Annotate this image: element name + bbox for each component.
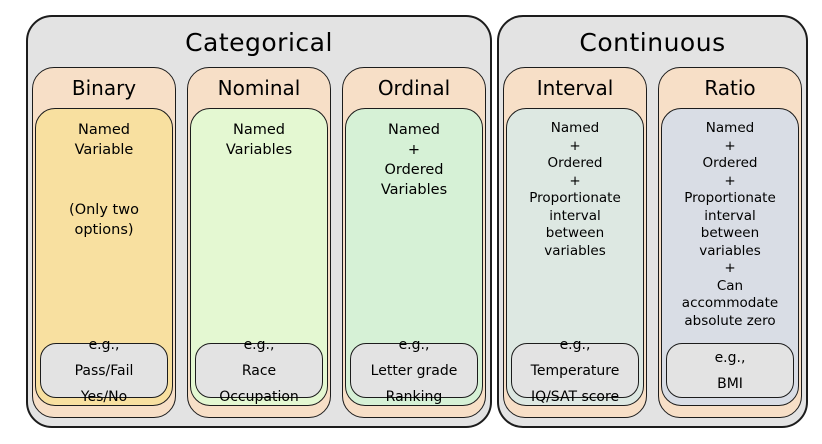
example-line: Race	[241, 362, 277, 379]
body-line: +	[569, 137, 581, 154]
body-line: accommodate	[681, 295, 779, 311]
examples-box-ordinal: e.g., Letter grade Ranking	[350, 337, 478, 405]
column-body-binary: Named Variable (Only two options) e.g., …	[35, 108, 173, 406]
body-line: Variables	[380, 182, 448, 198]
column-body-ordinal: Named + Ordered Variables e.g., Letter g…	[345, 108, 483, 406]
column-ratio: Ratio Named + Ordered + Proportionate in…	[658, 67, 802, 418]
column-body-interval: Named + Ordered + Proportionate interval…	[506, 108, 644, 406]
body-line: Ordered	[702, 155, 758, 171]
body-line: +	[724, 137, 736, 154]
column-header-ratio: Ratio	[704, 76, 756, 100]
body-line: Named	[388, 122, 440, 138]
body-line: options)	[74, 222, 134, 238]
column-ordinal: Ordinal Named + Ordered Variables e.g., …	[342, 67, 486, 418]
body-line: Can	[716, 277, 744, 294]
column-header-nominal: Nominal	[217, 76, 301, 100]
examples-box-ratio: e.g., BMI	[666, 343, 794, 398]
body-line: +	[724, 172, 736, 189]
body-line: Variable	[74, 142, 134, 158]
example-line: Ranking	[385, 388, 443, 405]
example-line: Yes/No	[80, 388, 128, 405]
column-interval: Interval Named + Ordered + Proportionate…	[503, 67, 647, 418]
body-line: Named	[233, 122, 285, 138]
column-body-nominal: Named Variables e.g., Race Occupation	[190, 108, 328, 406]
body-line: +	[407, 142, 421, 158]
body-line: Proportionate	[684, 190, 776, 206]
body-line: variables	[699, 242, 761, 259]
body-line: interval	[704, 207, 756, 224]
example-line: Occupation	[219, 388, 299, 405]
continuous-columns: Interval Named + Ordered + Proportionate…	[499, 67, 806, 426]
example-line: e.g.,	[398, 336, 430, 353]
categorical-columns: Binary Named Variable (Only two options)…	[28, 67, 490, 426]
examples-box-binary: e.g., Pass/Fail Yes/No	[40, 337, 168, 405]
body-line: Ordered	[384, 162, 444, 178]
column-nominal: Nominal Named Variables e.g., Race Occup…	[187, 67, 331, 418]
body-line: Ordered	[547, 155, 603, 171]
example-line: e.g.,	[714, 349, 746, 366]
example-line: e.g.,	[243, 336, 275, 353]
example-line: e.g.,	[559, 336, 591, 353]
example-line: BMI	[717, 375, 743, 392]
body-line: between	[700, 225, 760, 241]
example-line: Temperature	[530, 362, 620, 379]
body-line: between	[545, 225, 605, 241]
body-line: absolute zero	[684, 312, 776, 329]
example-line: IQ/SAT score	[530, 388, 620, 405]
body-line: Variables	[225, 142, 293, 158]
examples-box-nominal: e.g., Race Occupation	[195, 337, 323, 405]
column-header-interval: Interval	[536, 76, 614, 100]
body-line: +	[569, 172, 581, 189]
column-header-binary: Binary	[71, 76, 137, 100]
body-line	[36, 160, 172, 180]
body-line: Named	[705, 120, 755, 136]
example-line: e.g.,	[88, 336, 120, 353]
column-binary: Binary Named Variable (Only two options)…	[32, 67, 176, 418]
example-line: Letter grade	[370, 362, 458, 379]
column-header-ordinal: Ordinal	[377, 76, 451, 100]
group-title-continuous: Continuous	[579, 27, 726, 57]
group-title-categorical: Categorical	[185, 27, 333, 57]
body-line	[36, 180, 172, 200]
body-line: Named	[550, 120, 600, 136]
body-line: Proportionate	[529, 190, 621, 206]
body-line: Named	[78, 122, 130, 138]
examples-box-interval: e.g., Temperature IQ/SAT score	[511, 337, 639, 405]
body-line: (Only two	[69, 202, 139, 218]
column-body-ratio: Named + Ordered + Proportionate interval…	[661, 108, 799, 406]
body-line: +	[724, 260, 736, 276]
body-line: interval	[549, 207, 601, 224]
group-categorical: Categorical Binary Named Variable (Only …	[26, 15, 492, 428]
body-line: variables	[544, 242, 606, 259]
example-line: Pass/Fail	[74, 362, 134, 379]
group-continuous: Continuous Interval Named + Ordered + Pr…	[497, 15, 808, 428]
